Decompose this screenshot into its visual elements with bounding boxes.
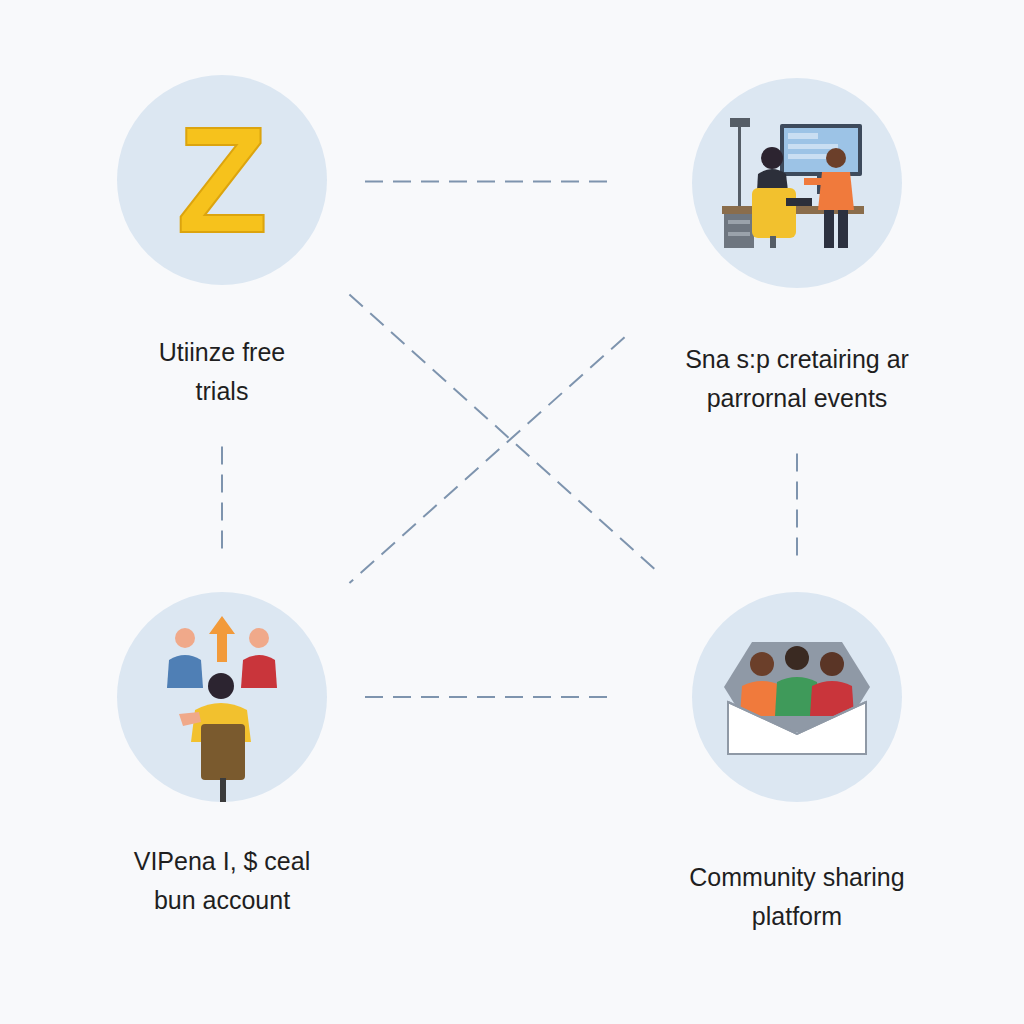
node-label: Sna s:p cretairing ar parrornal events bbox=[647, 340, 947, 418]
dashed-connector bbox=[349, 337, 624, 583]
circle-node: Z Utiinze free trials bbox=[105, 65, 339, 421]
circle-node: VIPena I, $ ceal bun account bbox=[105, 582, 339, 930]
node-circle bbox=[117, 592, 327, 802]
office-illustration bbox=[692, 78, 902, 288]
node-label: VIPena I, $ ceal bun account bbox=[117, 842, 327, 920]
dashed-connector bbox=[349, 295, 658, 573]
node-circle bbox=[692, 592, 902, 802]
node-label: Community sharing platform bbox=[652, 858, 942, 936]
dashed-connector bbox=[796, 454, 798, 557]
dashed-connector bbox=[365, 181, 609, 183]
team-illustration bbox=[117, 592, 327, 802]
logo-letter: Z bbox=[117, 75, 327, 285]
circle-node: Sna s:p cretairing ar parrornal events bbox=[635, 68, 959, 428]
node-circle bbox=[692, 78, 902, 288]
node-label: Utiinze free trials bbox=[132, 333, 312, 411]
dashed-connector bbox=[365, 696, 614, 698]
node-circle: Z bbox=[117, 75, 327, 285]
circle-node: Community sharing platform bbox=[640, 582, 954, 946]
dashed-connector bbox=[221, 447, 223, 557]
community-illustration bbox=[692, 592, 902, 802]
